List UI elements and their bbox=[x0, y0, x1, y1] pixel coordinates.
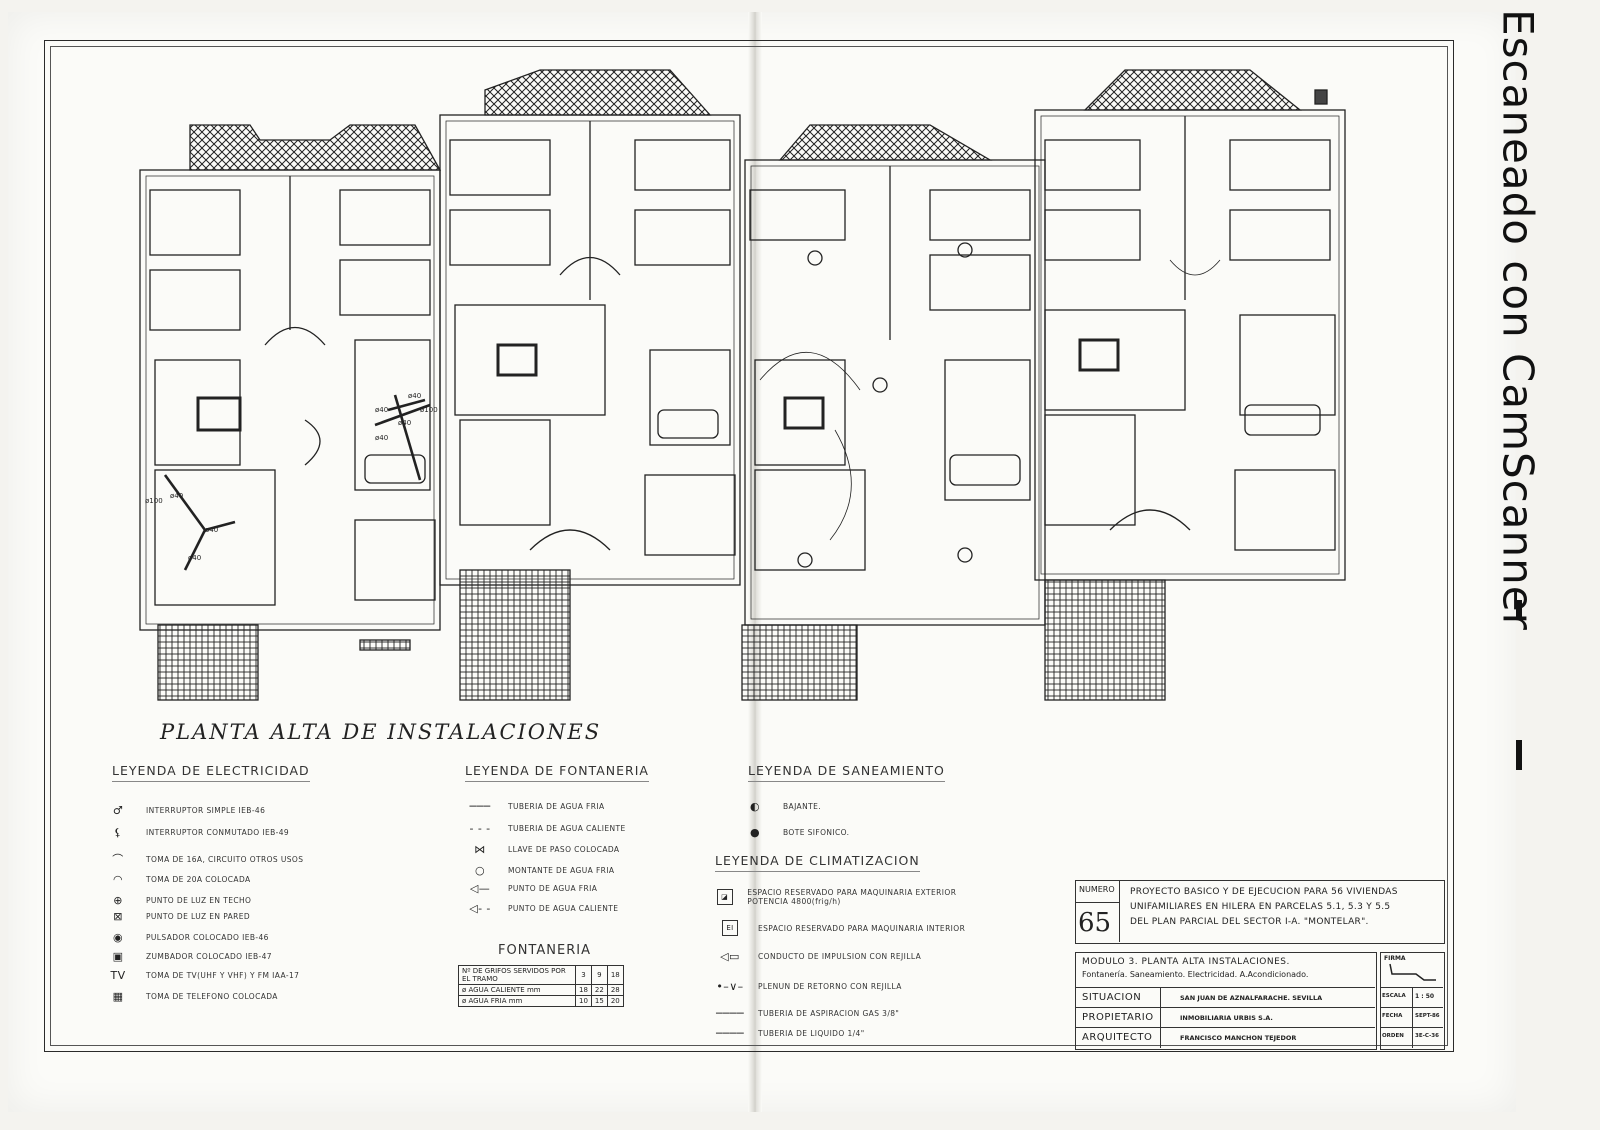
fontaneria-table-title: FONTANERIA bbox=[498, 943, 591, 958]
conducto-impulsion-icon: ◁▭ bbox=[720, 950, 740, 963]
llave-paso-icon: ⋈ bbox=[474, 843, 486, 856]
punto-luz-techo-icon: ⊕ bbox=[113, 894, 123, 907]
legend-item: ────TUBERIA DE ASPIRACION GAS 3/8" bbox=[710, 1007, 899, 1020]
pulsador-icon: ◉ bbox=[113, 931, 123, 944]
zumbador-icon: ▣ bbox=[112, 950, 124, 963]
legend-item: ◠TOMA DE 20A COLOCADA bbox=[98, 873, 251, 886]
svg-text:ø100: ø100 bbox=[145, 497, 163, 505]
legend-item: - - -TUBERIA DE AGUA CALIENTE bbox=[460, 822, 626, 835]
drawing-title: PLANTA ALTA DE INSTALACIONES bbox=[160, 720, 602, 744]
floor-plan: ø40 ø40 ø40 ø100 ø40 ø100 ø40 ø40 ø40 bbox=[130, 60, 1360, 710]
signature bbox=[1389, 963, 1436, 981]
svg-text:ø40: ø40 bbox=[375, 434, 388, 442]
propietario-value: INMOBILIARIA URBIS S.A. bbox=[1180, 1014, 1273, 1022]
legend-item: ───TUBERIA DE AGUA FRIA bbox=[460, 800, 604, 813]
legend-item: ◁—PUNTO DE AGUA FRIA bbox=[460, 882, 597, 895]
toma-tv-icon: TV bbox=[110, 969, 126, 982]
bajante-icon: ◐ bbox=[750, 800, 760, 813]
legend-electricidad-heading: LEYENDA DE ELECTRICIDAD bbox=[112, 763, 310, 782]
drawing-border bbox=[44, 40, 1454, 1052]
legend-item: ────TUBERIA DE LIQUIDO 1/4" bbox=[710, 1027, 865, 1040]
svg-text:ø40: ø40 bbox=[398, 419, 411, 427]
interruptor-conmutado-icon: ⚸ bbox=[113, 826, 123, 839]
legend-climatizacion-heading: LEYENDA DE CLIMATIZACION bbox=[715, 853, 920, 872]
maquinaria-exterior-icon: ◪ bbox=[710, 889, 739, 905]
legend-item: ◉PULSADOR COLOCADO IEB-46 bbox=[98, 931, 269, 944]
legend-item: ♂INTERRUPTOR SIMPLE IEB-46 bbox=[98, 804, 265, 817]
legend-item: ◁- -PUNTO DE AGUA CALIENTE bbox=[460, 902, 618, 915]
svg-text:ø40: ø40 bbox=[170, 492, 183, 500]
edge-mark bbox=[1516, 740, 1522, 770]
numero-label: NUMERO bbox=[1079, 885, 1115, 894]
sheet-subtitle: Fontanería. Saneamiento. Electricidad. A… bbox=[1082, 970, 1309, 979]
tuberia-liquido-line: ──── bbox=[715, 1027, 745, 1040]
legend-item: ◪ESPACIO RESERVADO PARA MAQUINARIA EXTER… bbox=[710, 888, 970, 906]
svg-text:ø100: ø100 bbox=[420, 406, 438, 414]
legend-item: ⊠PUNTO DE LUZ EN PARED bbox=[98, 910, 250, 923]
sheet-number: 65 bbox=[1078, 908, 1112, 938]
legend-item: ●BOTE SIFONICO. bbox=[735, 826, 849, 839]
scanner-watermark: Escaneado con CamScanner bbox=[1493, 9, 1543, 631]
arquitecto-value: FRANCISCO MANCHON TEJEDOR bbox=[1180, 1034, 1297, 1042]
legend-item: ◁▭CONDUCTO DE IMPULSION CON REJILLA bbox=[710, 950, 921, 963]
legend-item: ◐BAJANTE. bbox=[735, 800, 821, 813]
toma-20a-icon: ◠ bbox=[113, 873, 123, 886]
tuberia-aspiracion-line: ──── bbox=[715, 1007, 745, 1020]
legend-item: ⌒TOMA DE 16A, CIRCUITO OTROS USOS bbox=[98, 851, 303, 867]
legend-item: ⊕PUNTO DE LUZ EN TECHO bbox=[98, 894, 251, 907]
toma-16a-icon: ⌒ bbox=[112, 853, 124, 866]
situacion-value: SAN JUAN DE AZNALFARACHE. SEVILLA bbox=[1180, 994, 1323, 1002]
project-description: PROYECTO BASICO Y DE EJECUCION PARA 56 V… bbox=[1130, 887, 1398, 927]
legend-item: ▦TOMA DE TELEFONO COLOCADA bbox=[98, 990, 278, 1003]
sheet-info-box bbox=[1075, 952, 1377, 1050]
edge-mark bbox=[1516, 600, 1522, 618]
escala-value: 1 : 50 bbox=[1415, 993, 1435, 1000]
arquitecto-label: ARQUITECTO bbox=[1082, 1032, 1153, 1043]
plenum-retorno-icon: •–∨– bbox=[716, 980, 744, 993]
legend-fontaneria-heading: LEYENDA DE FONTANERIA bbox=[465, 763, 649, 782]
toma-telefono-icon: ▦ bbox=[112, 990, 124, 1003]
fecha-label: FECHA bbox=[1382, 1013, 1403, 1019]
legend-item: ○MONTANTE DE AGUA FRIA bbox=[460, 864, 614, 877]
floor-plan-drawing: ø40 ø40 ø40 ø100 ø40 ø100 ø40 ø40 ø40 bbox=[139, 69, 1346, 701]
firma-box bbox=[1380, 952, 1445, 1050]
svg-text:ø40: ø40 bbox=[375, 406, 388, 414]
situacion-label: SITUACION bbox=[1082, 992, 1142, 1003]
svg-text:ø40: ø40 bbox=[205, 526, 218, 534]
interruptor-simple-icon: ♂ bbox=[112, 804, 124, 817]
svg-text:ø40: ø40 bbox=[408, 392, 421, 400]
punto-agua-fria-icon: ◁— bbox=[469, 882, 491, 895]
orden-value: 3E-C-36 bbox=[1415, 1033, 1439, 1039]
orden-label: ORDEN bbox=[1382, 1033, 1404, 1039]
legend-saneamiento-heading: LEYENDA DE SANEAMIENTO bbox=[748, 763, 945, 782]
punto-agua-caliente-icon: ◁- - bbox=[469, 902, 491, 915]
legend-item: ▣ZUMBADOR COLOCADO IEB-47 bbox=[98, 950, 272, 963]
project-box bbox=[1075, 880, 1445, 944]
sheet-title: MODULO 3. PLANTA ALTA INSTALACIONES. bbox=[1082, 957, 1290, 967]
maquinaria-interior-icon: EI bbox=[710, 920, 750, 936]
legend-item: ⋈LLAVE DE PASO COLOCADA bbox=[460, 843, 619, 856]
legend-item: •–∨–PLENUN DE RETORNO CON REJILLA bbox=[710, 980, 902, 993]
tuberia-caliente-line: - - - bbox=[469, 822, 491, 835]
legend-item: ⚸INTERRUPTOR CONMUTADO IEB-49 bbox=[98, 826, 289, 839]
propietario-label: PROPIETARIO bbox=[1082, 1012, 1154, 1023]
firma-label: FIRMA bbox=[1384, 955, 1406, 962]
escala-label: ESCALA bbox=[1382, 993, 1406, 999]
fecha-value: SEPT-86 bbox=[1415, 1013, 1440, 1019]
tuberia-fria-line: ─── bbox=[469, 800, 491, 813]
drawing-sheet bbox=[8, 12, 1516, 1112]
svg-text:ø40: ø40 bbox=[188, 554, 201, 562]
drawing-inner-border bbox=[50, 46, 1448, 1046]
punto-luz-pared-icon: ⊠ bbox=[113, 910, 123, 923]
montante-icon: ○ bbox=[475, 864, 485, 877]
bote-sifonico-icon: ● bbox=[750, 826, 760, 839]
